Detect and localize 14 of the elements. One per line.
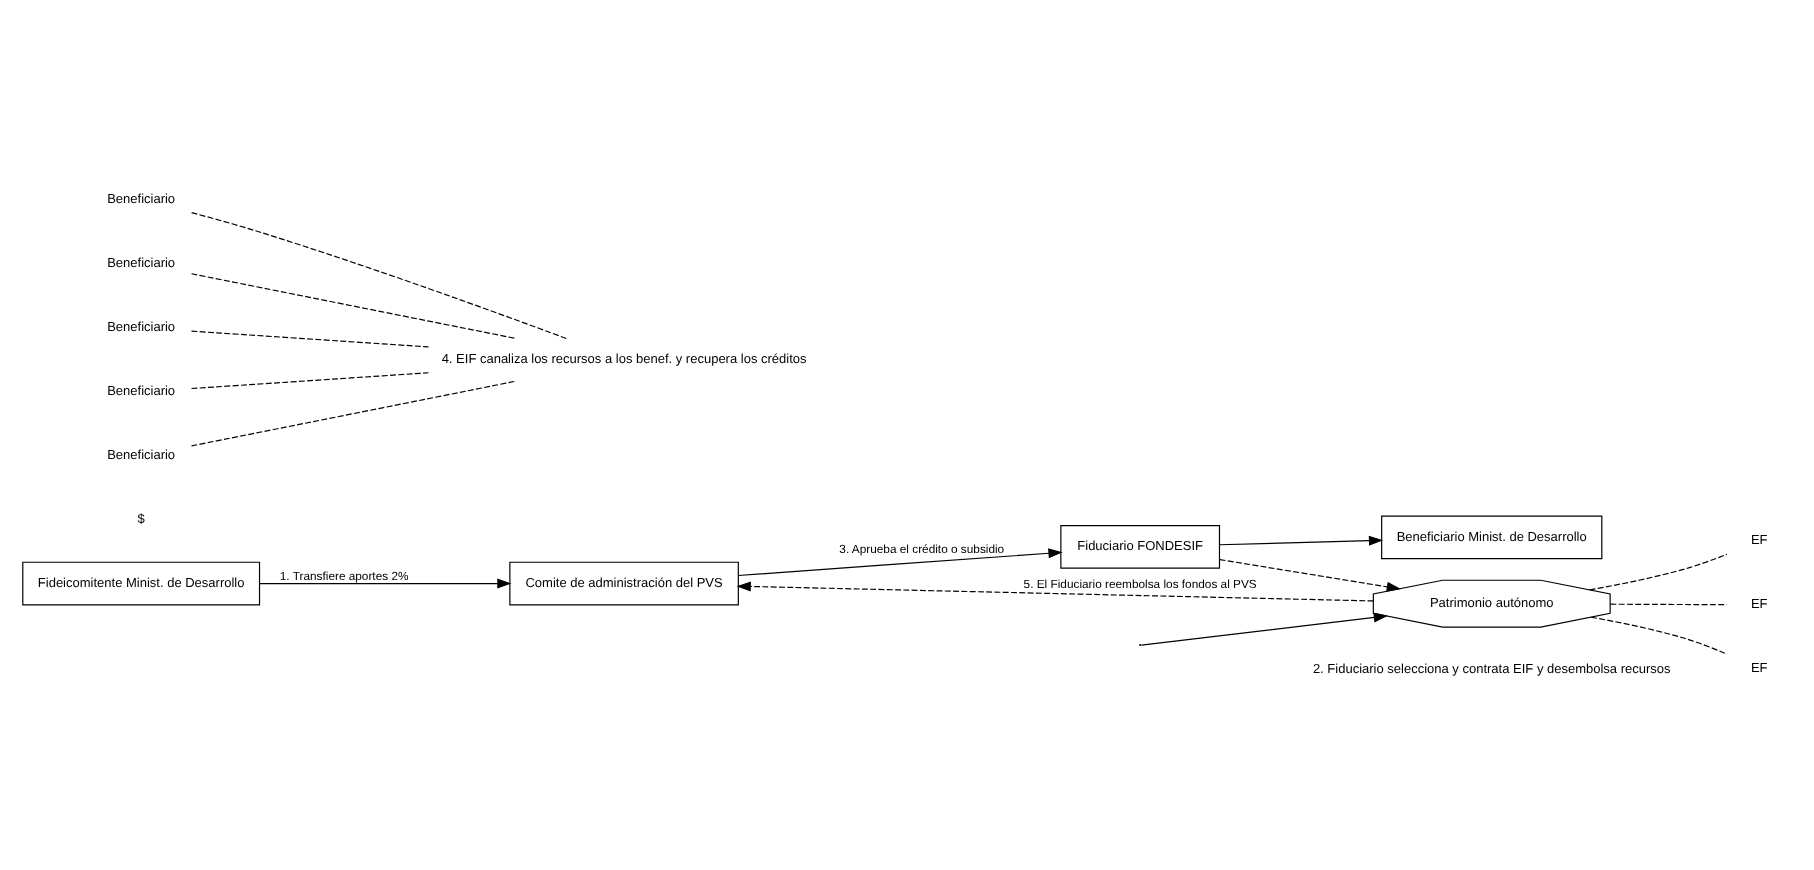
arrow	[736, 581, 1374, 602]
arrow	[1219, 535, 1384, 546]
connector	[1590, 616, 1728, 655]
connector	[1609, 603, 1728, 606]
arrow	[1140, 612, 1388, 646]
connector	[190, 380, 517, 447]
connector	[1589, 553, 1728, 591]
connector	[190, 273, 517, 340]
arrow	[259, 578, 512, 589]
connector	[190, 330, 430, 348]
connector	[190, 372, 430, 390]
arrow	[1219, 559, 1401, 592]
connector	[191, 212, 567, 340]
arrow	[737, 548, 1063, 577]
